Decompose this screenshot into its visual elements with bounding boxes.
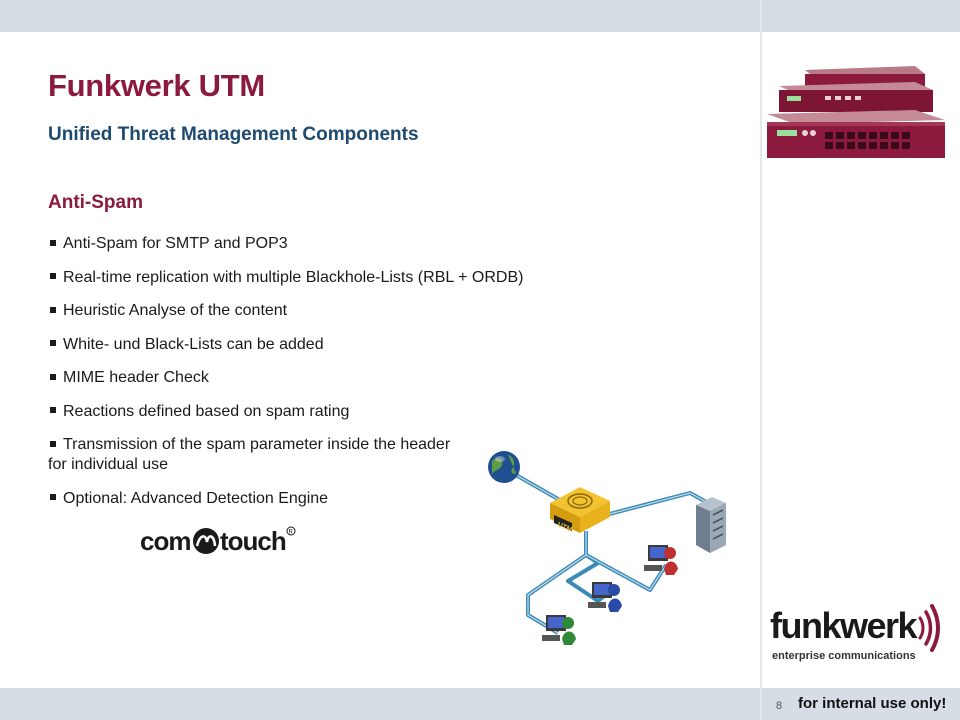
- bullet-text: White- und Black-Lists can be added: [63, 335, 324, 353]
- page-number: 8: [776, 700, 783, 712]
- funkwerk-logo: funkwerk enterprise communications: [770, 604, 940, 662]
- bullet-square-icon: [50, 306, 56, 313]
- svg-text:com: com: [140, 526, 190, 556]
- bullet-square-icon: [50, 273, 56, 280]
- utm-appliance-icon: UTM: [550, 487, 610, 534]
- bullet-text: Reactions defined based on spam rating: [63, 402, 350, 420]
- footer-note: for internal use only!: [798, 695, 947, 712]
- top-band-right: [762, 0, 960, 32]
- bullet-square-icon: [50, 373, 56, 380]
- bullet-square-icon: [50, 407, 56, 414]
- svg-text:funkwerk: funkwerk: [770, 605, 919, 646]
- signal-waves-icon: [918, 604, 940, 652]
- bullet-item: Heuristic Analyse of the content: [48, 301, 588, 321]
- svg-text:touch: touch: [220, 526, 286, 556]
- bullet-text: Optional: Advanced Detection Engine: [63, 489, 329, 507]
- network-diagram: UTM: [488, 451, 726, 645]
- right-column-divider: [760, 0, 762, 720]
- utm-appliances-image: [767, 66, 945, 158]
- slide-subtitle: Unified Threat Management Components: [48, 124, 419, 145]
- bullet-item: MIME header Check: [48, 368, 588, 388]
- svg-text:R: R: [289, 530, 294, 536]
- bullet-text: Heuristic Analyse of the content: [63, 302, 288, 319]
- bullet-text: Real-time replication with multiple Blac…: [63, 268, 524, 286]
- bullet-square-icon: [50, 340, 56, 347]
- top-band: [0, 0, 760, 32]
- bullet-square-icon: [50, 239, 56, 246]
- bullet-item: Anti-Spam for SMTP and POP3: [48, 234, 588, 254]
- bullet-item: Transmission of the spam parameter insid…: [48, 435, 468, 475]
- bullet-item: Reactions defined based on spam rating: [48, 402, 588, 422]
- section-heading: Anti-Spam: [48, 192, 143, 213]
- bullet-text: Anti-Spam for SMTP and POP3: [63, 235, 288, 252]
- user-workstation-icon: [588, 582, 622, 612]
- bullet-item: White- und Black-Lists can be added: [48, 335, 588, 355]
- user-workstation-icon: [542, 615, 576, 645]
- bottom-band: [0, 688, 760, 720]
- user-workstation-icon: [644, 545, 678, 575]
- bullet-square-icon: [50, 494, 56, 501]
- bullet-item: Optional: Advanced Detection Engine: [48, 489, 588, 509]
- bullet-item: Real-time replication with multiple Blac…: [48, 268, 588, 288]
- bottom-band-right: [762, 688, 960, 720]
- bullet-text: MIME header Check: [63, 369, 209, 386]
- bullet-text: Transmission of the spam parameter insid…: [48, 436, 451, 473]
- commtouch-logo: com touch R: [140, 526, 296, 556]
- globe-icon: [488, 451, 520, 483]
- slide-title: Funkwerk UTM: [48, 68, 265, 103]
- server-icon: [696, 497, 726, 553]
- svg-text:enterprise communications: enterprise communications: [772, 650, 916, 662]
- bullet-square-icon: [50, 440, 56, 447]
- bullet-list: Anti-Spam for SMTP and POP3 Real-time re…: [48, 234, 588, 522]
